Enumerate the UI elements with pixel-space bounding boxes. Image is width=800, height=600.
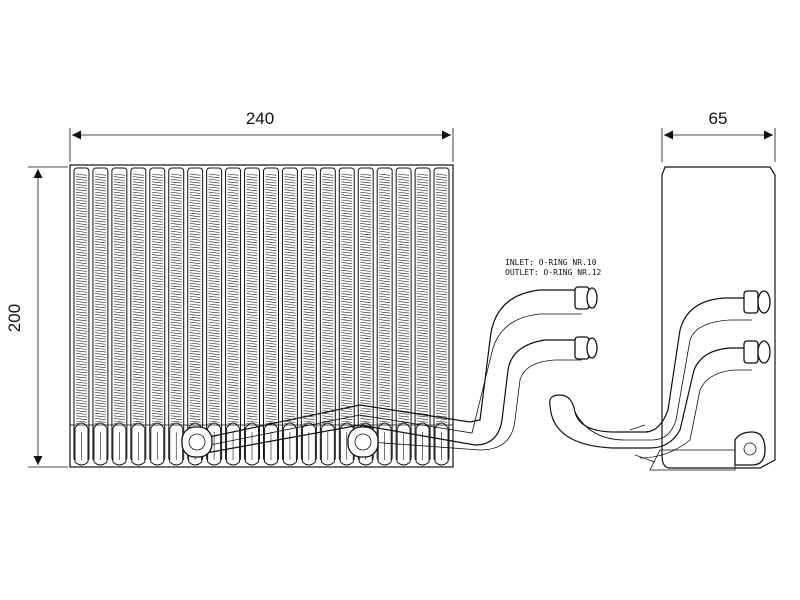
height-dimension: 200	[5, 166, 68, 468]
front-view-pipes	[181, 286, 598, 458]
evaporator-core-front-view	[69, 164, 454, 468]
depth-label: 65	[709, 109, 728, 128]
height-label: 200	[5, 304, 24, 332]
inlet-note: INLET: O-RING NR.10	[505, 258, 597, 267]
width-label: 240	[246, 109, 274, 128]
outlet-note: OUTLET: O-RING NR.12	[505, 268, 602, 277]
evaporator-side-view	[549, 166, 776, 471]
width-dimension: 240	[69, 109, 454, 162]
depth-dimension: 65	[661, 109, 776, 162]
